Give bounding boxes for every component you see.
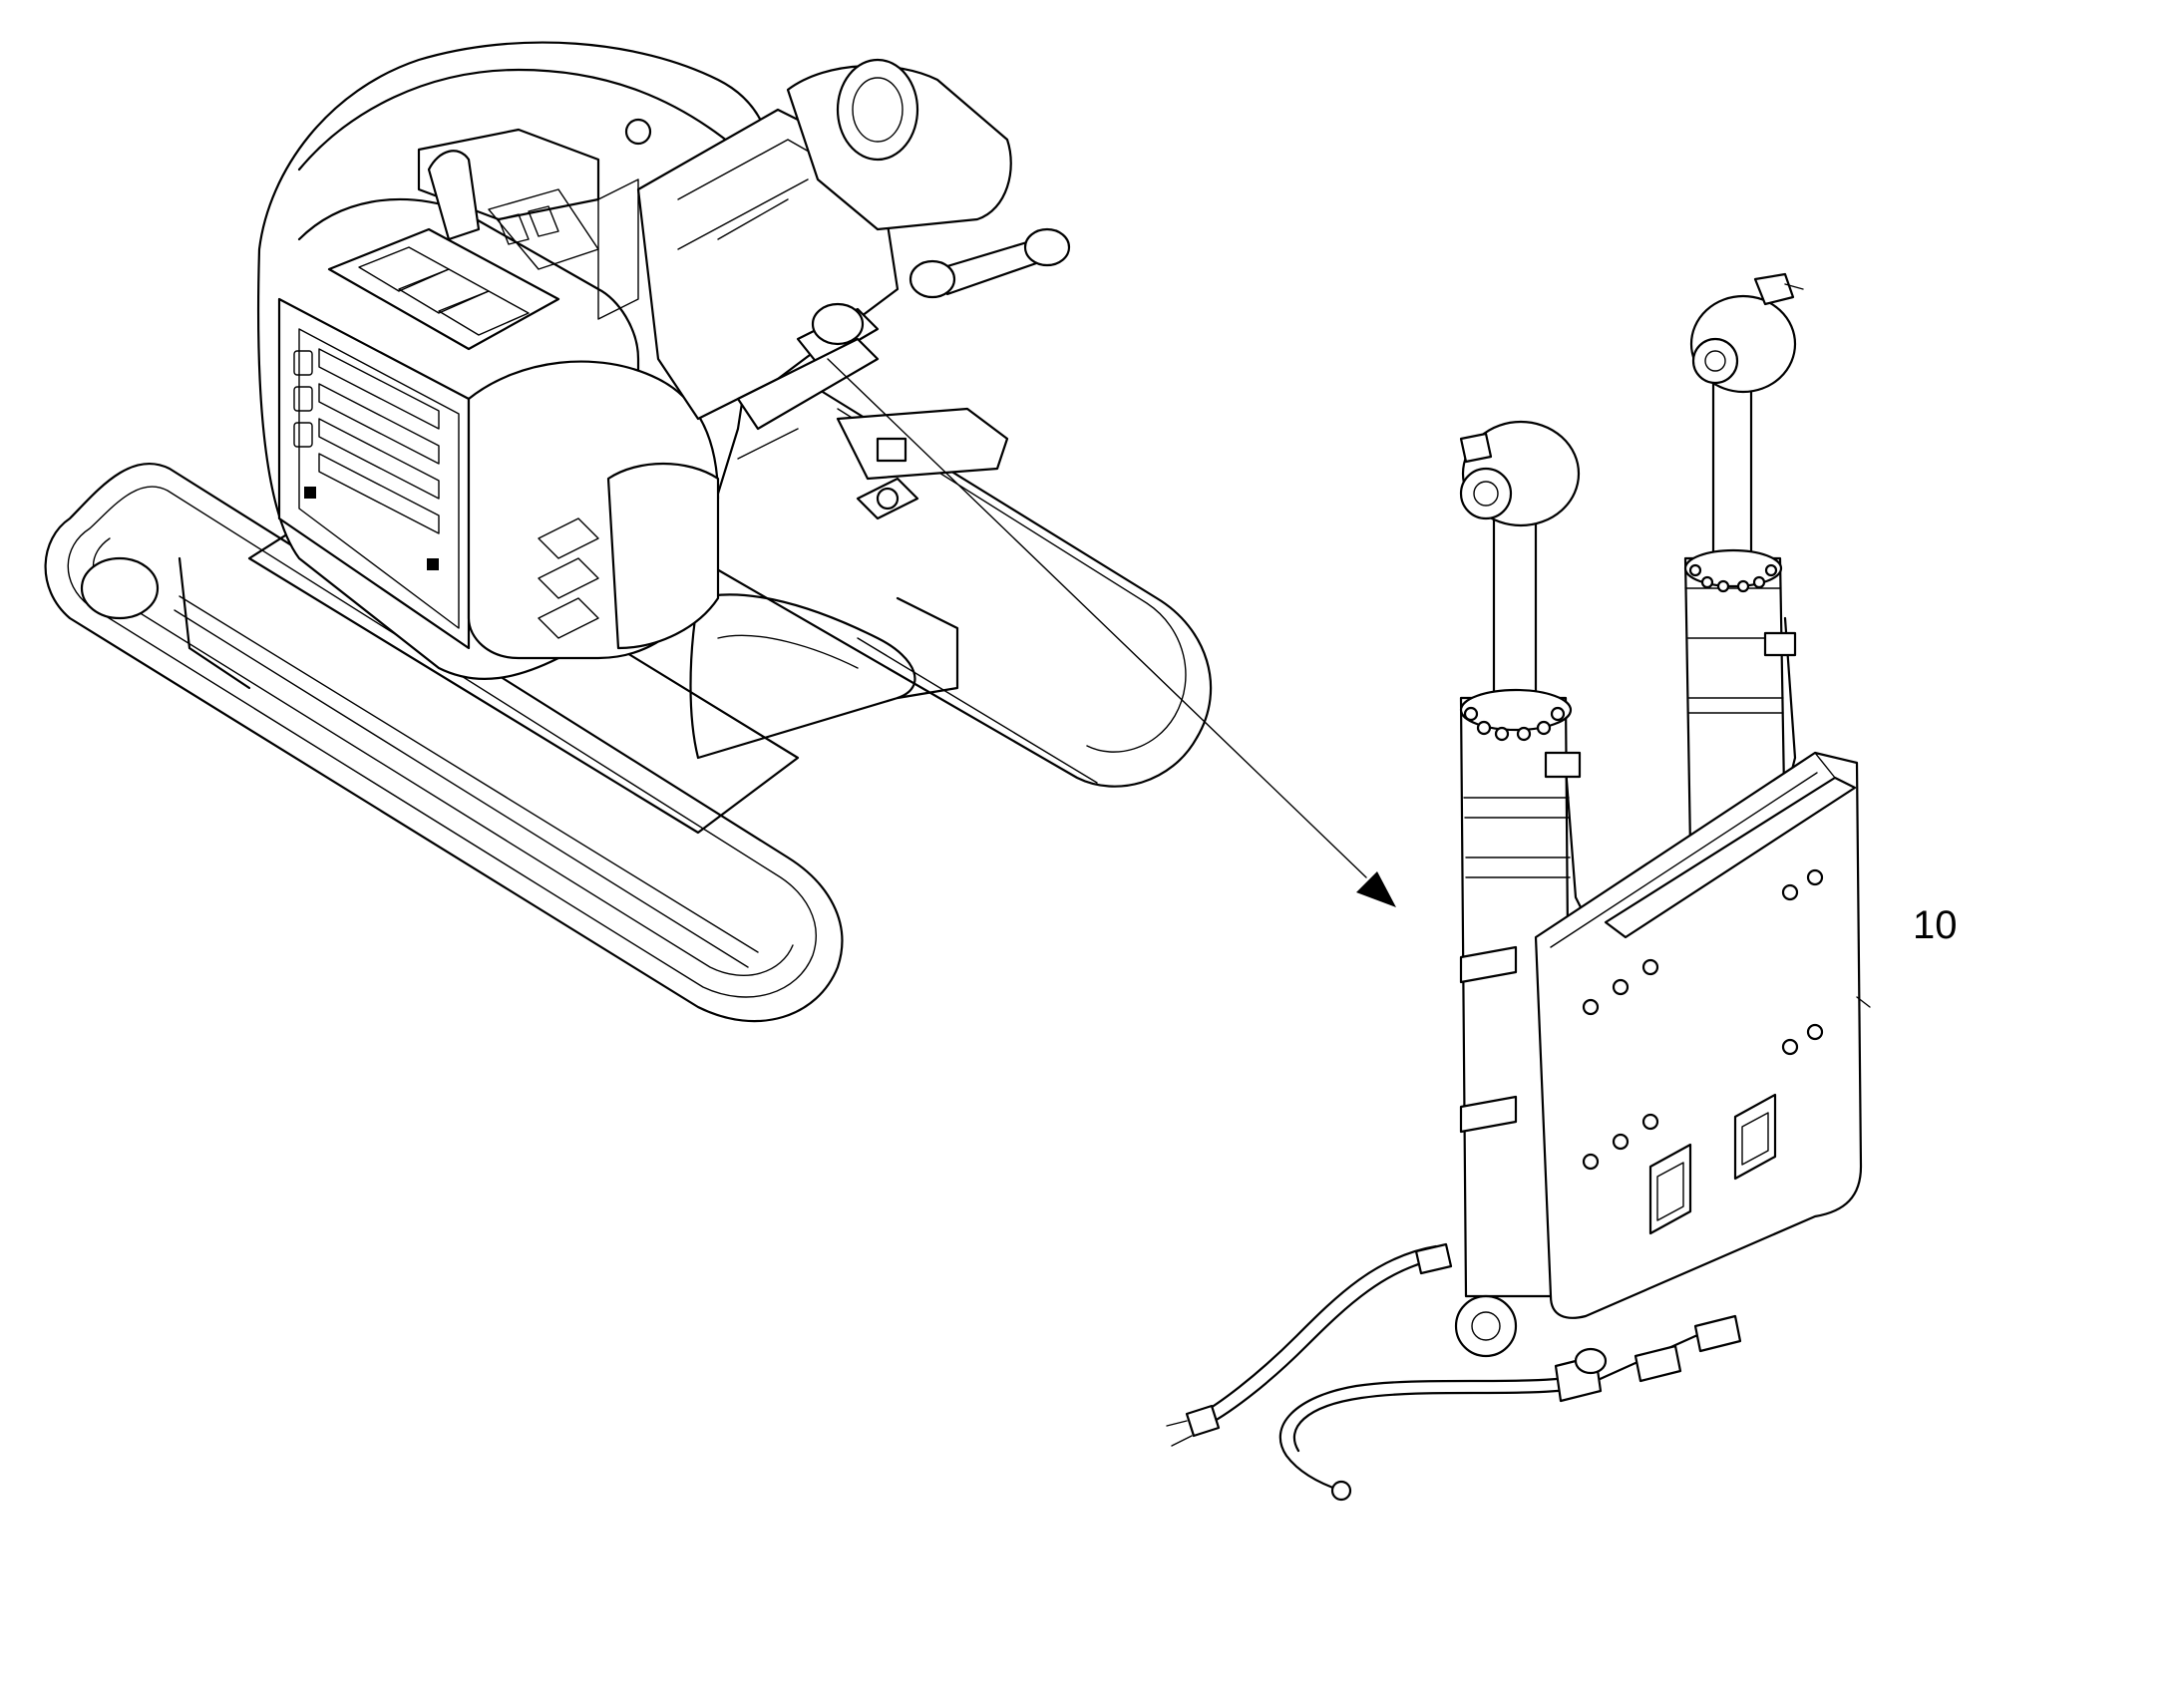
front-cylinder [1454,420,1598,1358]
front-cylinder-bolts [1463,706,1566,742]
rear-cylinder-bolts [1688,563,1778,593]
boom-bracket [636,58,1071,520]
mounting-plate [1534,751,1871,1319]
plate-bolts [1582,868,1824,1171]
callout-label-10: 10 [1913,903,1958,947]
cylinder-assembly [1166,272,1871,1502]
rear-cylinder [1683,272,1804,850]
right-track [696,387,1213,788]
excavator-machine [44,41,1213,1023]
hose-assembly [1166,1242,1742,1502]
left-track [44,462,844,1023]
leader-arrow [827,358,1396,907]
